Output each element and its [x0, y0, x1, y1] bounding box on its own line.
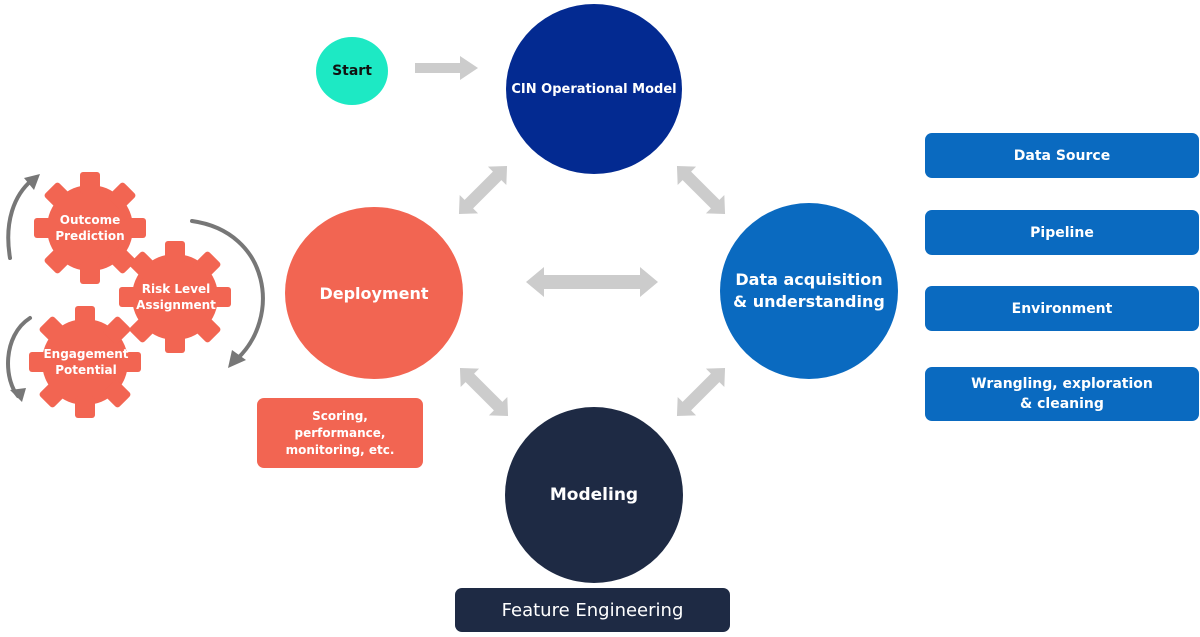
wrangling-box[interactable]: Wrangling, exploration & cleaning — [925, 367, 1199, 421]
modeling-node[interactable]: Modeling — [505, 407, 683, 583]
gear-engagement-shape — [29, 306, 141, 418]
deployment-node[interactable]: Deployment — [285, 207, 463, 379]
gear-outcome-prediction-shape — [34, 172, 146, 284]
curve-arrow-bottom-left — [6, 316, 32, 398]
data-source-label: Data Source — [1013, 147, 1111, 164]
modeling-label: Modeling — [549, 485, 639, 505]
pipeline-box[interactable]: Pipeline — [925, 210, 1199, 255]
cin-model-node[interactable]: CIN Operational Model — [506, 4, 682, 174]
start-node[interactable]: Start — [316, 37, 388, 105]
pipeline-label: Pipeline — [1030, 224, 1094, 241]
arrowhead-top-left — [24, 174, 40, 190]
deployment-acquisition-arrow — [526, 267, 658, 297]
curve-arrow-right — [190, 219, 265, 362]
environment-label: Environment — [1011, 300, 1113, 317]
cin-deployment-arrow — [458, 165, 508, 215]
cin-model-label: CIN Operational Model — [511, 81, 677, 97]
cin-acquisition-arrow — [676, 165, 726, 215]
curve-arrow-top-left — [6, 178, 34, 260]
arrowhead-bottom-left — [10, 388, 26, 402]
feature-engineering-label: Feature Engineering — [501, 599, 684, 621]
gear-outcome-prediction-label: Outcome Prediction — [55, 213, 125, 243]
modeling-acquisition-arrow — [676, 367, 726, 417]
start-to-cin-arrow — [415, 56, 478, 80]
deployment-detail-label: Scoring, performance, monitoring, etc. — [285, 408, 395, 457]
start-label: Start — [332, 63, 372, 79]
environment-box[interactable]: Environment — [925, 286, 1199, 331]
deployment-modeling-arrow — [459, 367, 509, 417]
deployment-label: Deployment — [319, 283, 429, 303]
data-acquisition-node[interactable]: Data acquisition & understanding — [720, 203, 898, 379]
gear-engagement-label: Engagement Potential — [43, 347, 129, 377]
data-source-box[interactable]: Data Source — [925, 133, 1199, 178]
gear-risk-level-shape — [119, 241, 231, 353]
feature-engineering-box: Feature Engineering — [455, 588, 730, 632]
data-acquisition-label: Data acquisition & understanding — [733, 270, 885, 311]
deployment-detail-box: Scoring, performance, monitoring, etc. — [257, 398, 423, 468]
gear-risk-level-label: Risk Level Assignment — [136, 282, 216, 312]
arrowhead-right — [228, 350, 246, 368]
wrangling-label: Wrangling, exploration & cleaning — [971, 376, 1153, 412]
